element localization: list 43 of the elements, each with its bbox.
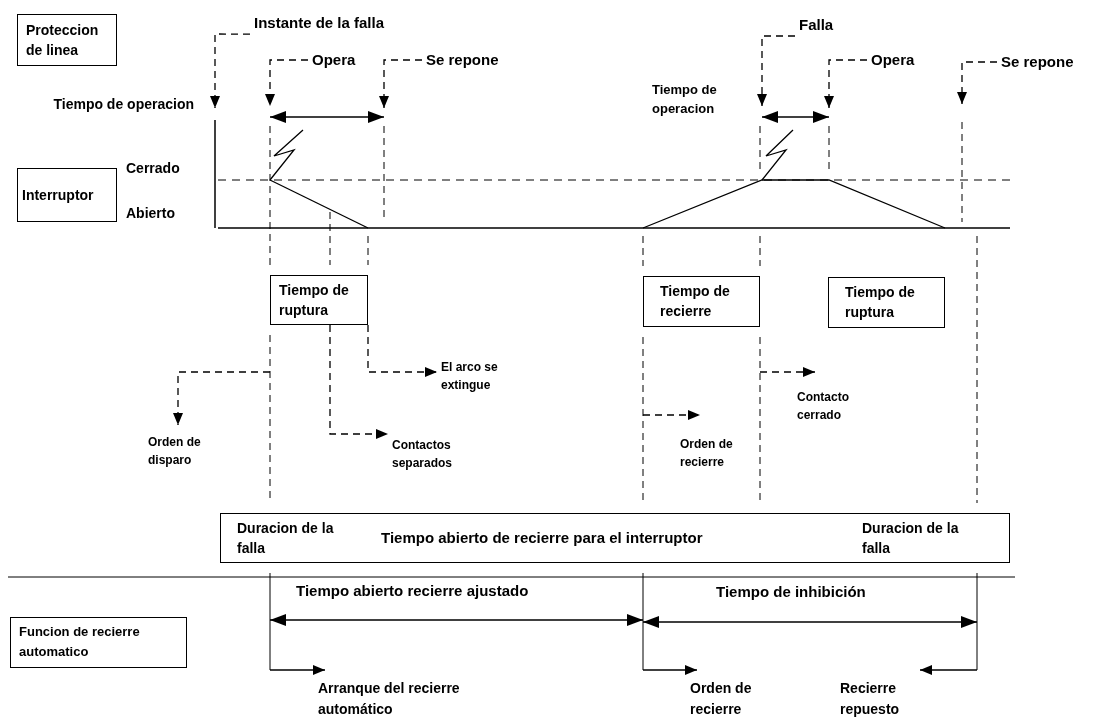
event-label: Recierre repuesto bbox=[840, 670, 935, 722]
event-label: Falla bbox=[795, 14, 855, 39]
event-label: Se repone bbox=[422, 49, 522, 71]
leader-arrow bbox=[265, 59, 309, 107]
event-label: Opera bbox=[867, 49, 929, 71]
arrow bbox=[919, 665, 978, 675]
leader-arrow bbox=[757, 35, 796, 107]
leader-arrow bbox=[329, 324, 389, 439]
leader-arrow bbox=[824, 59, 868, 109]
leader-arrow bbox=[957, 61, 998, 105]
interval-box: Tiempo de ruptura bbox=[828, 277, 945, 328]
event-label: Se repone bbox=[997, 51, 1102, 73]
event-label: Orden de recierre bbox=[690, 670, 778, 722]
duration-cell: Duracion de la falla bbox=[826, 513, 1010, 563]
event-label: Contactos separados bbox=[388, 426, 476, 472]
interval-box: Tiempo de recierre bbox=[643, 276, 760, 327]
event-label: Opera bbox=[308, 49, 370, 71]
state-label: Tiempo de inhibición bbox=[716, 582, 867, 602]
state-label: Tiempo abierto recierre ajustado bbox=[296, 581, 530, 601]
state-label: Abierto bbox=[126, 204, 176, 223]
duration-cell: Duracion de la falla bbox=[220, 513, 366, 563]
leader-arrow bbox=[379, 59, 423, 109]
leader-arrow bbox=[367, 324, 438, 377]
lane-label-box: Funcion de recierre automatico bbox=[10, 617, 187, 668]
state-label: Cerrado bbox=[126, 159, 181, 178]
interval-box: Tiempo de ruptura bbox=[270, 275, 368, 325]
event-label: Arranque del recierre automático bbox=[318, 670, 533, 722]
event-label: Orden de disparo bbox=[148, 425, 222, 471]
event-label: Orden de recierre bbox=[680, 415, 754, 471]
event-label: Instante de la falla bbox=[250, 12, 455, 38]
state-label: Tiempo de operacion bbox=[652, 81, 718, 118]
event-label: El arco se extingue bbox=[437, 358, 529, 396]
duration-cell: Tiempo abierto de recierre para el interruptor bbox=[365, 513, 827, 563]
state-label: Tiempo de operacion bbox=[52, 95, 194, 114]
arrow bbox=[642, 665, 698, 675]
arrow bbox=[269, 665, 326, 675]
lane-label-box: Interruptor bbox=[17, 168, 117, 222]
event-label: Contacto cerrado bbox=[797, 372, 875, 424]
lane-label-box: Proteccion de linea bbox=[17, 14, 117, 66]
leader-arrow bbox=[210, 33, 251, 109]
leader-arrow bbox=[642, 410, 701, 420]
leader-arrow bbox=[173, 371, 271, 426]
leader-arrow bbox=[759, 367, 816, 377]
